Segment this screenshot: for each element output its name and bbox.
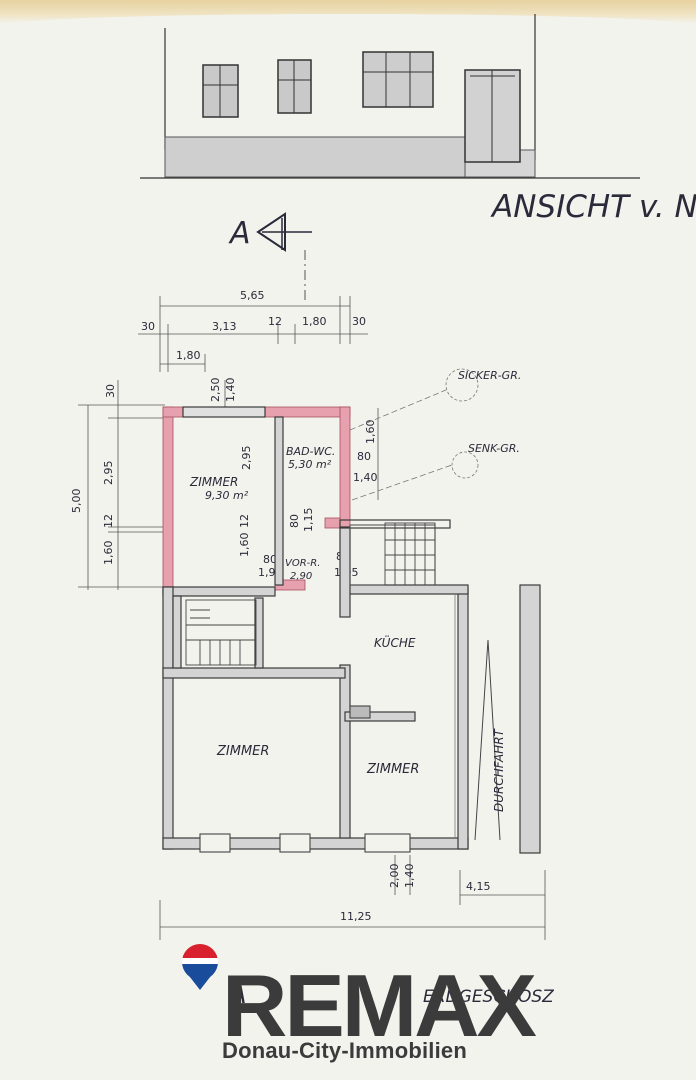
remax-logo-word: REMAX — [222, 956, 537, 1055]
driveway-arrow — [474, 639, 501, 841]
room-labels: ZIMMER 9,30 m² BAD-WC. 5,30 m² VOR-R. 2,… — [189, 445, 419, 777]
dimension-texts: 5,65 30 3,13 12 1,80 30 1,80 30 5,00 2,9… — [70, 289, 491, 923]
dim-bad-80: 80 — [357, 450, 371, 463]
room-bad-area: 5,30 m² — [288, 458, 332, 471]
dim-left-295: 2,95 — [102, 461, 115, 486]
dim-bad-115: 1,15 — [302, 508, 315, 533]
plan-details — [199, 524, 456, 853]
existing-walls — [162, 406, 541, 854]
dim-overall-bottom: 11,25 — [340, 910, 372, 923]
label-durchfahrt: DURCHFAHRT — [492, 727, 506, 812]
dimension-lines — [78, 296, 546, 940]
room-vor-name: VOR-R. — [285, 558, 320, 569]
dim-seg-180-left: 1,80 — [176, 349, 201, 362]
dim-bottom-200: 2,00 — [388, 864, 401, 889]
dim-left-30: 30 — [104, 384, 117, 398]
section-marker: A — [228, 212, 312, 300]
dim-bottom-415: 4,15 — [466, 880, 491, 893]
room-vor-area: 2,90 — [290, 571, 312, 582]
dim-vor-80-left: 80 — [263, 553, 277, 566]
dim-left-160: 1,60 — [102, 541, 115, 566]
room-zimmer-large-name: ZIMMER — [216, 744, 269, 759]
elevation-window — [362, 51, 434, 108]
dim-overall-top: 5,65 — [240, 289, 265, 302]
red-new-walls — [162, 406, 351, 591]
dim-zimmer-295: 2,95 — [240, 446, 253, 471]
balloon-logo-icon — [182, 944, 218, 990]
sewer-pits — [349, 368, 479, 501]
section-letter: A — [228, 216, 251, 251]
dim-seg-30-right: 30 — [352, 315, 366, 328]
room-zimmer-small-area: 9,30 m² — [205, 489, 249, 502]
elevation-drawing — [140, 14, 640, 179]
dim-seg-12: 12 — [268, 315, 282, 328]
dim-zimmer-12: 12 — [238, 514, 251, 528]
stairs-inner — [185, 599, 257, 666]
dim-seg-180-top: 1,80 — [302, 315, 327, 328]
dim-door-250: 2,50 — [209, 378, 222, 403]
room-zimmer-right-name: ZIMMER — [366, 762, 419, 777]
dim-bad-140: 1,40 — [353, 471, 378, 484]
label-senk: SENK-GR. — [468, 442, 520, 455]
dim-left-12: 12 — [102, 514, 115, 528]
elevation-title: ANSICHT v. N — [490, 189, 696, 225]
room-bad-name: BAD-WC. — [286, 445, 335, 458]
floor-name: ERDGESCHOSZ — [423, 987, 554, 1007]
stairs-upper-right — [384, 522, 436, 586]
remax-subtitle: Donau-City-Immobilien — [222, 1038, 467, 1063]
dim-zimmer-160: 1,60 — [238, 533, 251, 558]
room-zimmer-small-name: ZIMMER — [189, 475, 238, 489]
dim-left-500: 5,00 — [70, 489, 83, 514]
paper-edge — [0, 0, 696, 26]
dim-bottom-140: 1,40 — [403, 864, 416, 889]
dim-bad-160: 1,60 — [364, 420, 377, 445]
floor-marker-letter: A — [228, 981, 246, 1009]
dim-bad-80b: 80 — [288, 514, 301, 528]
dim-seg-313: 3,13 — [212, 320, 237, 333]
dim-seg-30-left: 30 — [141, 320, 155, 333]
room-kueche-name: KÜCHE — [374, 634, 416, 650]
dim-door-140: 1,40 — [224, 378, 237, 403]
label-sicker: SICKER-GR. — [458, 369, 521, 382]
